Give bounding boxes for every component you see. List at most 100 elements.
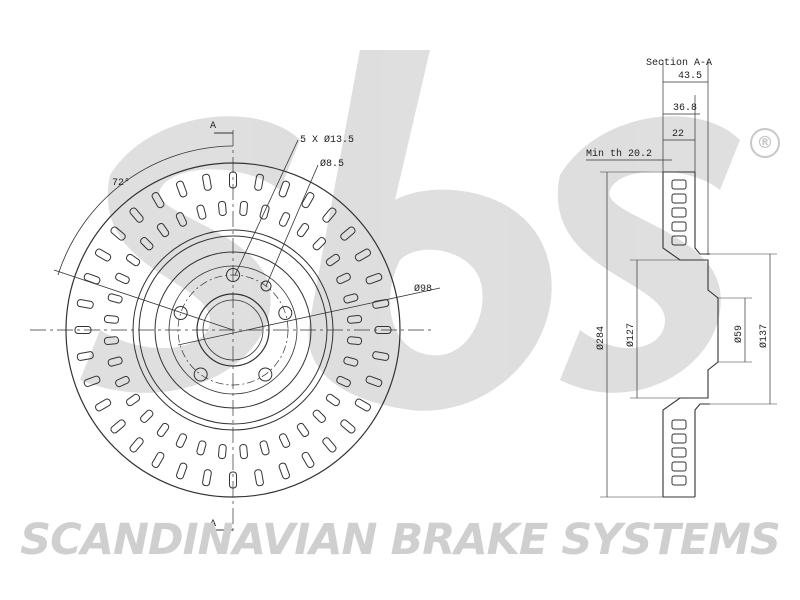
vent-slot — [278, 180, 290, 198]
locating-hole — [260, 280, 272, 292]
section-vane — [671, 419, 687, 430]
vent-slot — [107, 356, 123, 367]
bolt-hole — [173, 306, 188, 321]
vent-slot — [76, 351, 94, 361]
vent-slot — [312, 237, 326, 251]
vent-slot — [140, 237, 154, 251]
section-vane — [671, 475, 687, 486]
vent-slot — [239, 444, 248, 460]
bolt-hole — [258, 367, 273, 382]
vent-slot — [336, 272, 351, 285]
small-hole-label: Ø8.5 — [320, 158, 344, 170]
vent-slot — [278, 212, 291, 227]
vent-slot — [254, 173, 264, 191]
vent-slot — [340, 226, 356, 241]
vent-slot — [336, 375, 351, 388]
vent-slot — [110, 419, 126, 434]
vent-slot — [140, 409, 154, 423]
section-marker-bottom: A — [210, 519, 216, 530]
overall-width-label: 43.5 — [678, 71, 702, 82]
section-vanes — [671, 179, 687, 486]
vent-slot — [95, 398, 112, 412]
section-view — [586, 60, 777, 498]
vent-slot — [365, 273, 383, 285]
vent-slot — [107, 293, 123, 304]
vent-slot — [176, 462, 188, 480]
vent-slot — [156, 223, 170, 238]
hat-diameter-label: Ø127 — [625, 323, 637, 347]
vent-slot — [218, 444, 227, 460]
vent-slot — [103, 336, 119, 345]
vent-slot — [103, 315, 119, 324]
vent-slot — [259, 440, 270, 456]
vent-slot — [372, 351, 390, 361]
vent-slot — [76, 299, 94, 309]
front-view — [30, 130, 441, 535]
section-vane — [671, 193, 687, 204]
vent-slots — [74, 171, 392, 489]
hat-depth-label: 36.8 — [673, 103, 697, 114]
rotor-thickness-label: 22 — [672, 129, 684, 140]
vent-slot — [176, 180, 188, 198]
registered-mark: ® — [750, 128, 780, 158]
vent-slot — [95, 248, 112, 262]
vent-slot — [278, 462, 290, 480]
vent-slot — [239, 200, 248, 216]
vent-slot — [340, 419, 356, 434]
vent-slot — [301, 192, 315, 209]
section-vane — [671, 179, 687, 190]
vent-slot — [301, 451, 315, 468]
vent-slot — [372, 299, 390, 309]
vent-slot — [312, 409, 326, 423]
vent-slot — [83, 375, 101, 387]
vent-slot — [151, 451, 165, 468]
vent-slot — [151, 192, 165, 209]
vent-slot — [322, 437, 337, 453]
vent-slot — [126, 253, 141, 267]
angle-leader — [53, 269, 234, 331]
angle-label: 72° — [112, 177, 130, 189]
vent-slot — [202, 469, 212, 487]
vent-slot — [296, 223, 310, 238]
bolt-hole — [278, 306, 293, 321]
angle-arc — [57, 145, 234, 276]
vent-slot — [196, 204, 207, 220]
vent-slot — [347, 336, 363, 345]
vent-slot — [175, 433, 188, 448]
vent-slot — [202, 173, 212, 191]
vent-slot — [354, 248, 371, 262]
vent-slot — [196, 440, 207, 456]
hub-diameter-label: Ø137 — [758, 324, 770, 348]
vent-slot — [254, 469, 264, 487]
bolt-hole-label: 5 X Ø13.5 — [300, 134, 354, 146]
section-vane — [671, 221, 687, 232]
vent-slot — [322, 207, 337, 223]
section-title: Section A-A — [646, 57, 712, 69]
small-hole-leader — [265, 164, 319, 287]
vent-slot — [115, 272, 130, 285]
vent-slot — [325, 253, 340, 267]
vent-slot — [296, 422, 310, 437]
brand-watermark-text: SCANDINAVIAN BRAKE SYSTEMS — [20, 515, 781, 565]
vent-slot — [126, 393, 141, 407]
vent-slot — [218, 200, 227, 216]
vent-slot — [354, 398, 371, 412]
vent-slot — [259, 204, 270, 220]
section-vane — [671, 461, 687, 472]
vent-slot — [365, 375, 383, 387]
section-marker-top: A — [210, 121, 216, 132]
center-bore-label: Ø59 — [733, 325, 745, 343]
vent-slot — [343, 356, 359, 367]
section-vane — [671, 447, 687, 458]
section-vane — [671, 235, 687, 246]
vent-slot — [115, 375, 130, 388]
section-vane — [671, 433, 687, 444]
min-thickness-label: Min th 20.2 — [586, 148, 652, 160]
vent-slot — [156, 422, 170, 437]
pcd-leader — [177, 287, 441, 346]
vent-slot — [343, 293, 359, 304]
vent-slot — [129, 207, 144, 223]
vent-slot — [129, 437, 144, 453]
vent-slot — [347, 315, 363, 324]
